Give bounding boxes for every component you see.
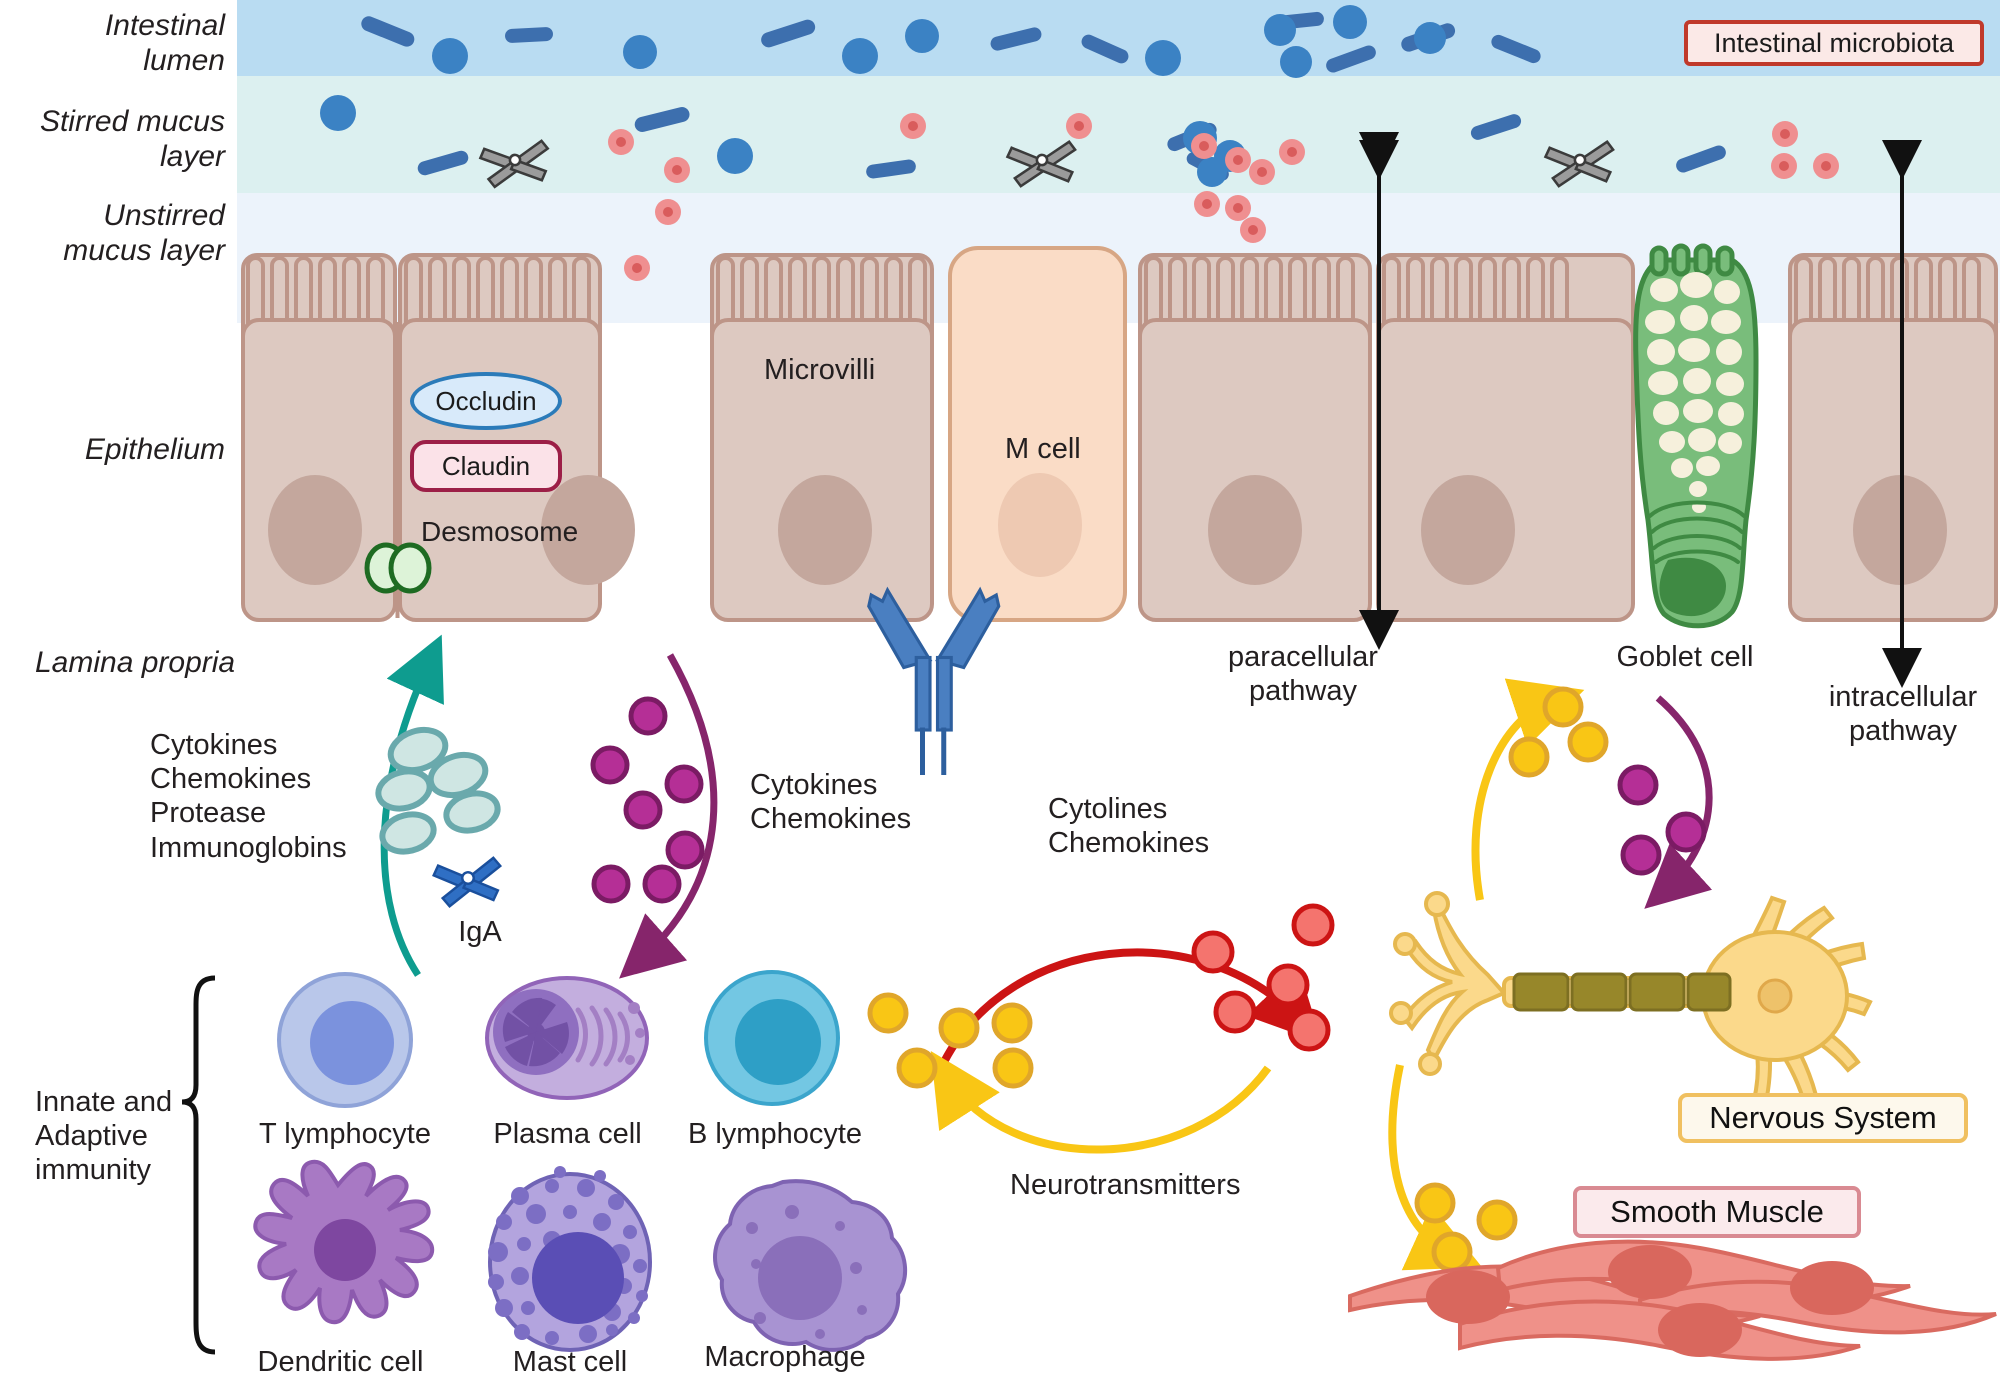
nervous-system-box[interactable]: Nervous System xyxy=(1678,1093,1968,1143)
lamina-propria-label: Lamina propria xyxy=(35,646,236,679)
cytokines-chemokines-label: Cytokines Chemokines xyxy=(750,769,912,836)
plasma-cell-caption: Plasma cell xyxy=(493,1118,642,1150)
goblet-golgi xyxy=(1648,500,1746,564)
smooth-muscle-illustration xyxy=(1348,1239,1997,1361)
cell-nucleus xyxy=(778,475,872,585)
mast-cell-icon xyxy=(488,1166,652,1352)
protease-particles xyxy=(375,726,501,855)
epithelium-label: Epithelium xyxy=(84,433,225,466)
b-lymphocyte-icon xyxy=(704,970,840,1106)
enterocyte-2 xyxy=(398,253,635,622)
occludin-text: Occludin xyxy=(435,385,537,416)
innate-adaptive-immunity-label: Innate and Adaptive immunity xyxy=(35,1086,173,1187)
enterocyte-1 xyxy=(241,253,397,622)
cell-nucleus xyxy=(268,475,362,585)
goblet-cell xyxy=(1633,243,1759,629)
cell-nucleus xyxy=(541,475,635,585)
unstirred-mucus-layer-label: Unstirred mucus layer xyxy=(63,199,225,268)
t-lymphocyte-icon xyxy=(277,972,413,1108)
plasma-cell-icon xyxy=(485,976,649,1100)
cytokine-purple-dots-left xyxy=(590,696,705,904)
intestinal-microbiota-text: Intestinal microbiota xyxy=(1713,27,1955,58)
occludin-label[interactable]: Occludin xyxy=(410,372,562,430)
mucus-antibodies xyxy=(478,139,1615,189)
iga-antibody-icon xyxy=(432,856,503,908)
golgi-stacks xyxy=(575,1005,630,1067)
iga-label: IgA xyxy=(458,916,502,948)
goblet-cell-label: Goblet cell xyxy=(1616,641,1754,673)
cell-nucleus xyxy=(1421,475,1515,585)
cytokine-purple-dots-right xyxy=(1617,764,1707,876)
nervous-system-text: Nervous System xyxy=(1709,1100,1937,1135)
b-lymphocyte-caption: B lymphocyte xyxy=(687,1118,863,1150)
cell-nucleus xyxy=(998,473,1082,577)
mast-cell-caption: Mast cell xyxy=(512,1346,628,1378)
cytokines-down-arrow xyxy=(619,653,718,979)
desmosome-icon xyxy=(364,542,432,594)
paracellular-pathway-label: paracellular pathway xyxy=(1228,641,1378,708)
goblet-nucleus xyxy=(1659,557,1726,617)
virus-particles xyxy=(608,113,1839,281)
neuron-nucleus xyxy=(1757,978,1793,1014)
smooth-muscle-box[interactable]: Smooth Muscle xyxy=(1573,1186,1861,1238)
immune-cell-illustrations xyxy=(253,970,908,1352)
muscle-nuclei xyxy=(1426,1245,1874,1357)
neurotransmitter-dots-muscle xyxy=(1414,1182,1518,1273)
cell-nucleus xyxy=(1208,475,1302,585)
neurotransmitter-dots-right xyxy=(1508,686,1609,778)
immunoglobulin-icon xyxy=(867,586,1001,775)
stirred-mucus-layer-label: Stirred mucus layer xyxy=(39,105,225,174)
mediators-left-label: Cytokines Chemokines Protease Immunoglob… xyxy=(150,729,347,864)
cytolines-chemokines-label: Cytolines Chemokines xyxy=(1048,793,1210,860)
smooth-muscle-text: Smooth Muscle xyxy=(1610,1194,1824,1229)
immunity-brace xyxy=(181,975,216,1355)
dendritic-cell-icon xyxy=(253,1159,435,1325)
enterocyte-5 xyxy=(1376,253,1635,622)
cytokines-to-neuron-arrow xyxy=(1644,695,1713,909)
claudin-label[interactable]: Claudin xyxy=(410,440,562,492)
dendritic-cell-caption: Dendritic cell xyxy=(257,1346,424,1378)
enterocyte-6 xyxy=(1788,253,1998,622)
cytokines-to-nerve-arrow xyxy=(940,948,1323,1064)
enterocyte-4 xyxy=(1138,253,1372,622)
neurotransmitters-label: Neurotransmitters xyxy=(1010,1169,1241,1201)
unstirred-mucus-band xyxy=(237,193,2000,255)
myelin-sheath xyxy=(1512,972,1732,1012)
macrophage-caption: Macrophage xyxy=(704,1341,866,1373)
macrophage-icon xyxy=(713,1179,908,1352)
enterocyte-3 xyxy=(710,253,934,622)
epithelium-layer xyxy=(241,243,1998,629)
neurotransmitter-dots-center xyxy=(867,992,1034,1089)
goblet-mucin-granules xyxy=(1645,272,1744,513)
desmosome-label: Desmosome xyxy=(421,516,579,547)
neurotransmitters-arrow xyxy=(930,1051,1272,1154)
neuro-up-arrow xyxy=(1471,678,1585,901)
microvilli-label: Microvilli xyxy=(764,354,876,386)
neuron-illustration xyxy=(1389,891,1873,1121)
t-lymphocyte-caption: T lymphocyte xyxy=(259,1118,431,1150)
pathway-arrows xyxy=(1359,132,1922,688)
m-cell xyxy=(948,246,1127,622)
intestinal-lumen-label: Intestinal lumen xyxy=(104,9,225,78)
intestinal-microbiota-box[interactable]: Intestinal microbiota xyxy=(1684,20,1984,66)
intracellular-pathway-label: intracellular pathway xyxy=(1828,681,1978,748)
neuro-to-muscle-arrow xyxy=(1388,1064,1483,1271)
microbiota-particles xyxy=(320,5,1839,281)
m-cell-label: M cell xyxy=(1005,433,1081,465)
claudin-text: Claudin xyxy=(441,450,531,481)
cytokine-red-dots xyxy=(1191,903,1335,1052)
bacteria-cocci xyxy=(320,5,1446,187)
